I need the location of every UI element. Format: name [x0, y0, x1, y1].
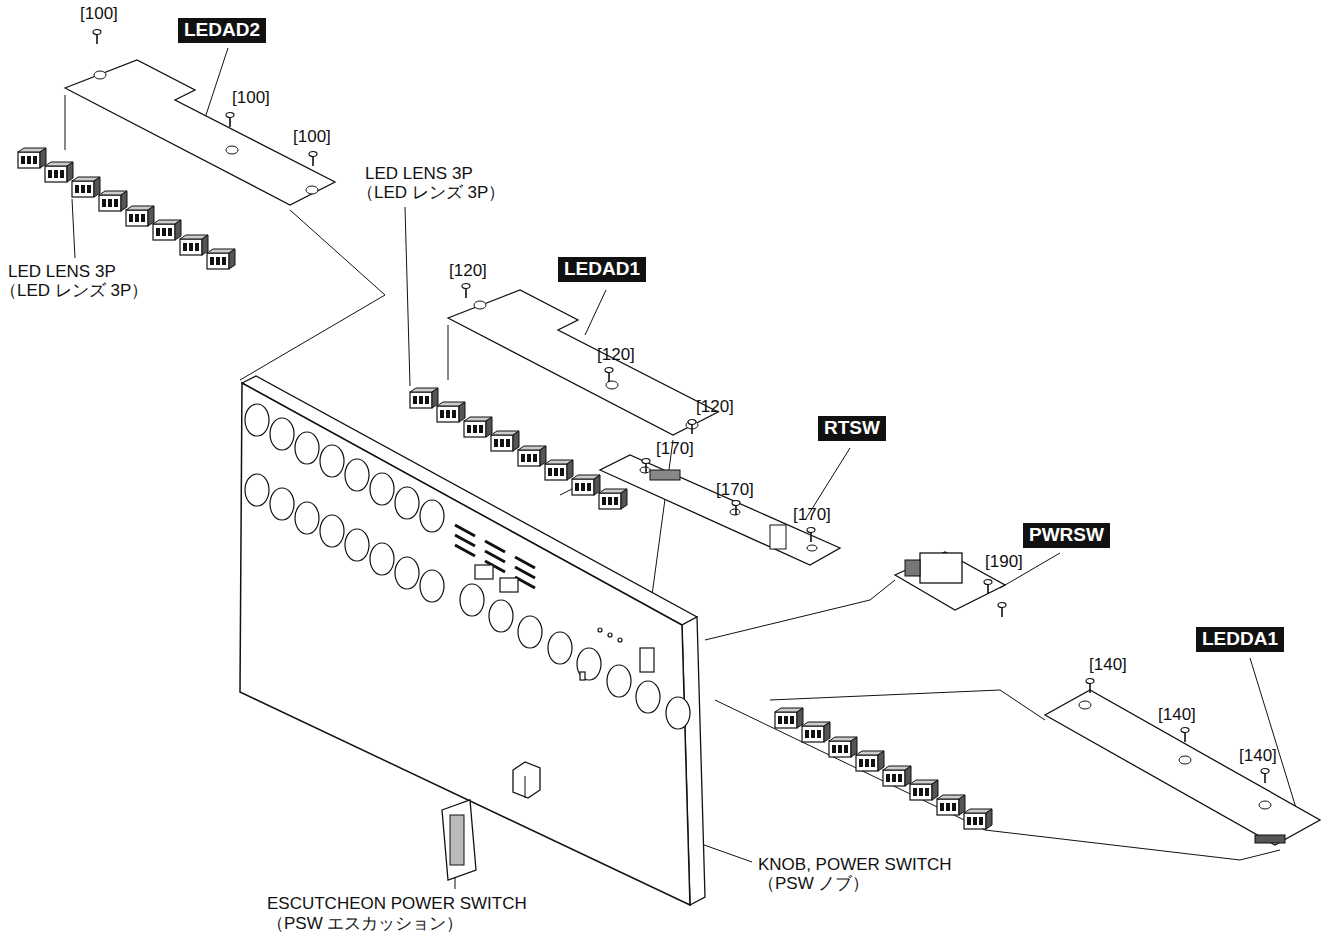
callout-number: [100] [293, 127, 331, 147]
board-name: LEDAD2 [184, 19, 260, 40]
part-name: （PSW エスカッション） [267, 914, 463, 934]
board-name: LEDAD1 [564, 258, 640, 279]
board-label: LEDAD2 [178, 18, 266, 43]
part-name: KNOB, POWER SWITCH [758, 855, 952, 875]
part-name: LED LENS 3P [8, 262, 116, 282]
callout-number: [120] [696, 397, 734, 417]
part-name: （LED レンズ 3P） [0, 281, 148, 301]
callout-number: [140] [1158, 705, 1196, 725]
callout-number: [170] [793, 505, 831, 525]
callout-number: [120] [449, 261, 487, 281]
board-name: PWRSW [1029, 524, 1104, 545]
callout-number: [100] [80, 4, 118, 24]
part-name: （PSW ノブ） [758, 874, 869, 894]
board-label: LEDAD1 [558, 257, 646, 282]
board-name: RTSW [824, 417, 880, 438]
part-name: （LED レンズ 3P） [357, 183, 505, 203]
callout-number: [120] [597, 345, 635, 365]
callout-number: [170] [716, 480, 754, 500]
callout-number: [190] [985, 552, 1023, 572]
part-name: LED LENS 3P [365, 164, 473, 184]
board-label: RTSW [818, 416, 886, 441]
board-name: LEDDA1 [1202, 628, 1278, 649]
part-name: ESCUTCHEON POWER SWITCH [267, 894, 527, 914]
callout-number: [140] [1089, 655, 1127, 675]
callout-number: [140] [1239, 746, 1277, 766]
board-label: PWRSW [1023, 523, 1110, 548]
callout-number: [100] [232, 88, 270, 108]
board-label: LEDDA1 [1196, 627, 1284, 652]
callout-number: [170] [656, 439, 694, 459]
